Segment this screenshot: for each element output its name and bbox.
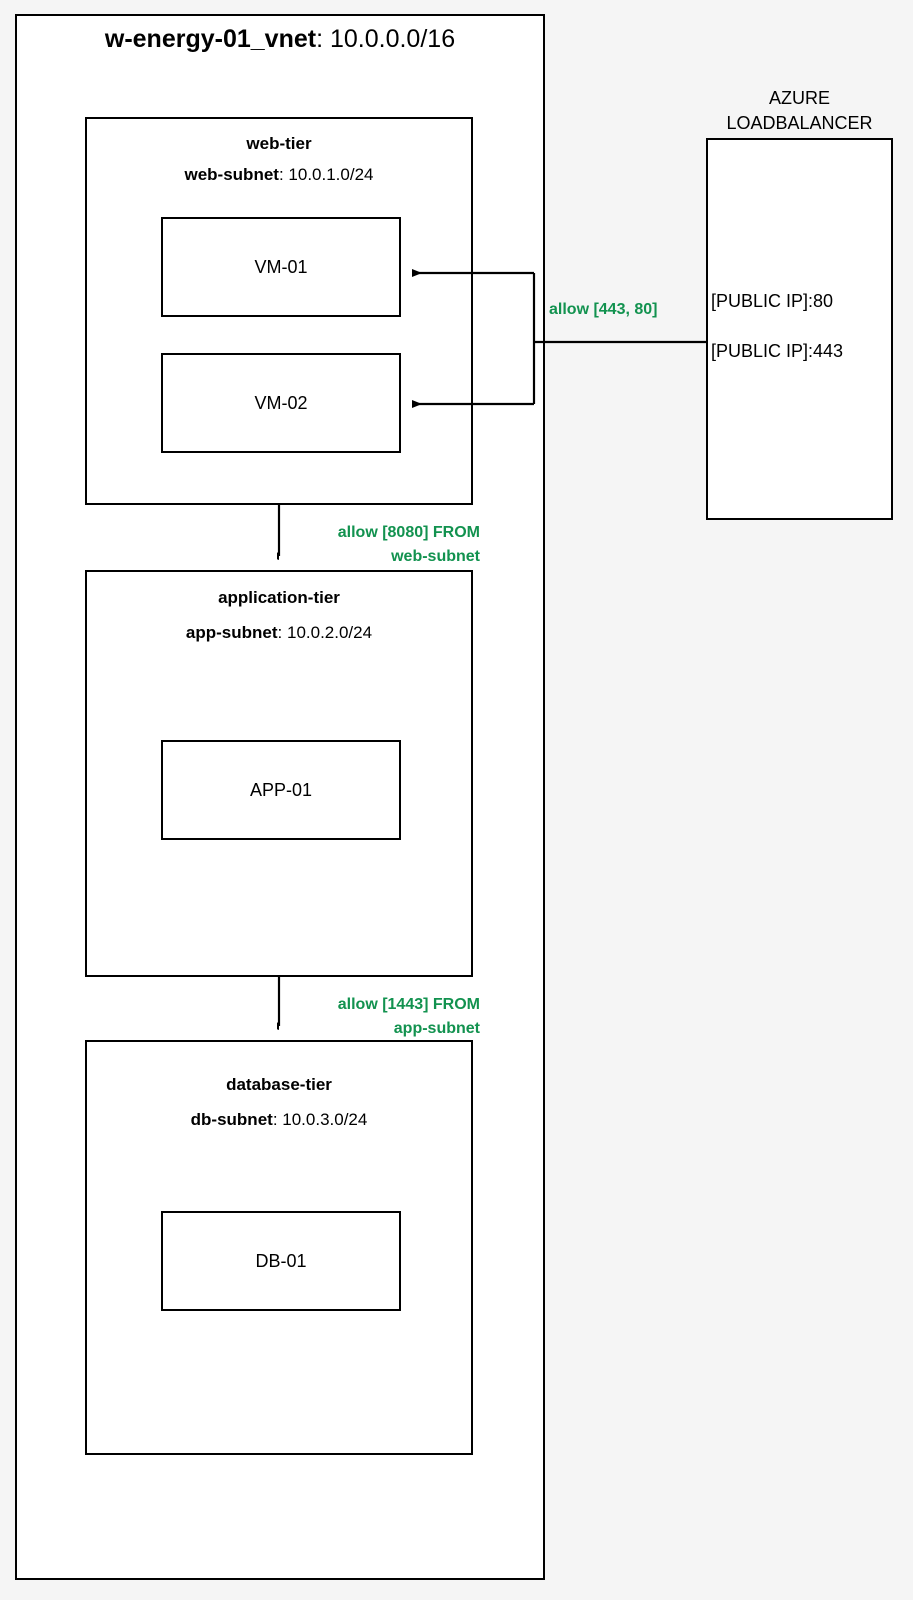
vnet-separator: : (316, 25, 330, 53)
database-tier-heading: database-tier (226, 1075, 332, 1094)
db-tier-subnet-label: db-subnet: 10.0.3.0/24 (85, 1108, 473, 1132)
web-subnet-cidr: 10.0.1.0/24 (288, 165, 374, 184)
rule-label-lb-to-web: allow [443, 80] (549, 301, 658, 318)
load-balancer-title-line-2: LOADBALANCER (726, 113, 873, 133)
db-01-box[interactable] (161, 1211, 401, 1311)
rule-label-web-to-app: allow [8080] FROM web-subnet (337, 524, 480, 565)
app-tier-subnet-label: app-subnet: 10.0.2.0/24 (85, 621, 473, 645)
vm-01-label: VM-01 (254, 257, 308, 277)
app-subnet-cidr: 10.0.2.0/24 (286, 623, 373, 642)
load-balancer-title-line-1: AZURE (768, 88, 830, 108)
load-balancer-container[interactable] (706, 138, 893, 520)
load-balancer-endpoint-80: [PUBLIC IP]:80 (711, 291, 834, 311)
application-tier-heading: application-tier (218, 588, 340, 607)
load-balancer-title: AZURE LOADBALANCER (683, 86, 913, 136)
vnet-cidr: 10.0.0.0/16 (329, 25, 456, 53)
web-subnet-name: web-subnet (184, 165, 279, 184)
app-01-box[interactable] (161, 740, 401, 840)
web-tier-heading: web-tier (246, 134, 312, 153)
vm-02-label: VM-02 (254, 393, 308, 413)
load-balancer-endpoint-443: [PUBLIC IP]:443 (711, 341, 844, 361)
vnet-title: w-energy-01_vnet: 10.0.0.0/16 (15, 22, 545, 56)
db-subnet-name: db-subnet (190, 1110, 273, 1129)
db-subnet-cidr: 10.0.3.0/24 (282, 1110, 368, 1129)
app-subnet-separator: : (277, 623, 287, 642)
db-01-label: DB-01 (255, 1251, 307, 1271)
rule-label-app-to-db: allow [1443] FROM app-subnet (337, 996, 480, 1037)
vm-01-box[interactable] (161, 217, 401, 317)
app-01-label: APP-01 (249, 780, 313, 800)
app-subnet-name: app-subnet (185, 623, 278, 642)
db-subnet-separator: : (272, 1110, 283, 1129)
vnet-name: w-energy-01_vnet (104, 25, 317, 53)
vm-02-box[interactable] (161, 353, 401, 453)
web-subnet-separator: : (278, 165, 289, 184)
web-tier-subnet-label: web-subnet: 10.0.1.0/24 (85, 163, 473, 187)
